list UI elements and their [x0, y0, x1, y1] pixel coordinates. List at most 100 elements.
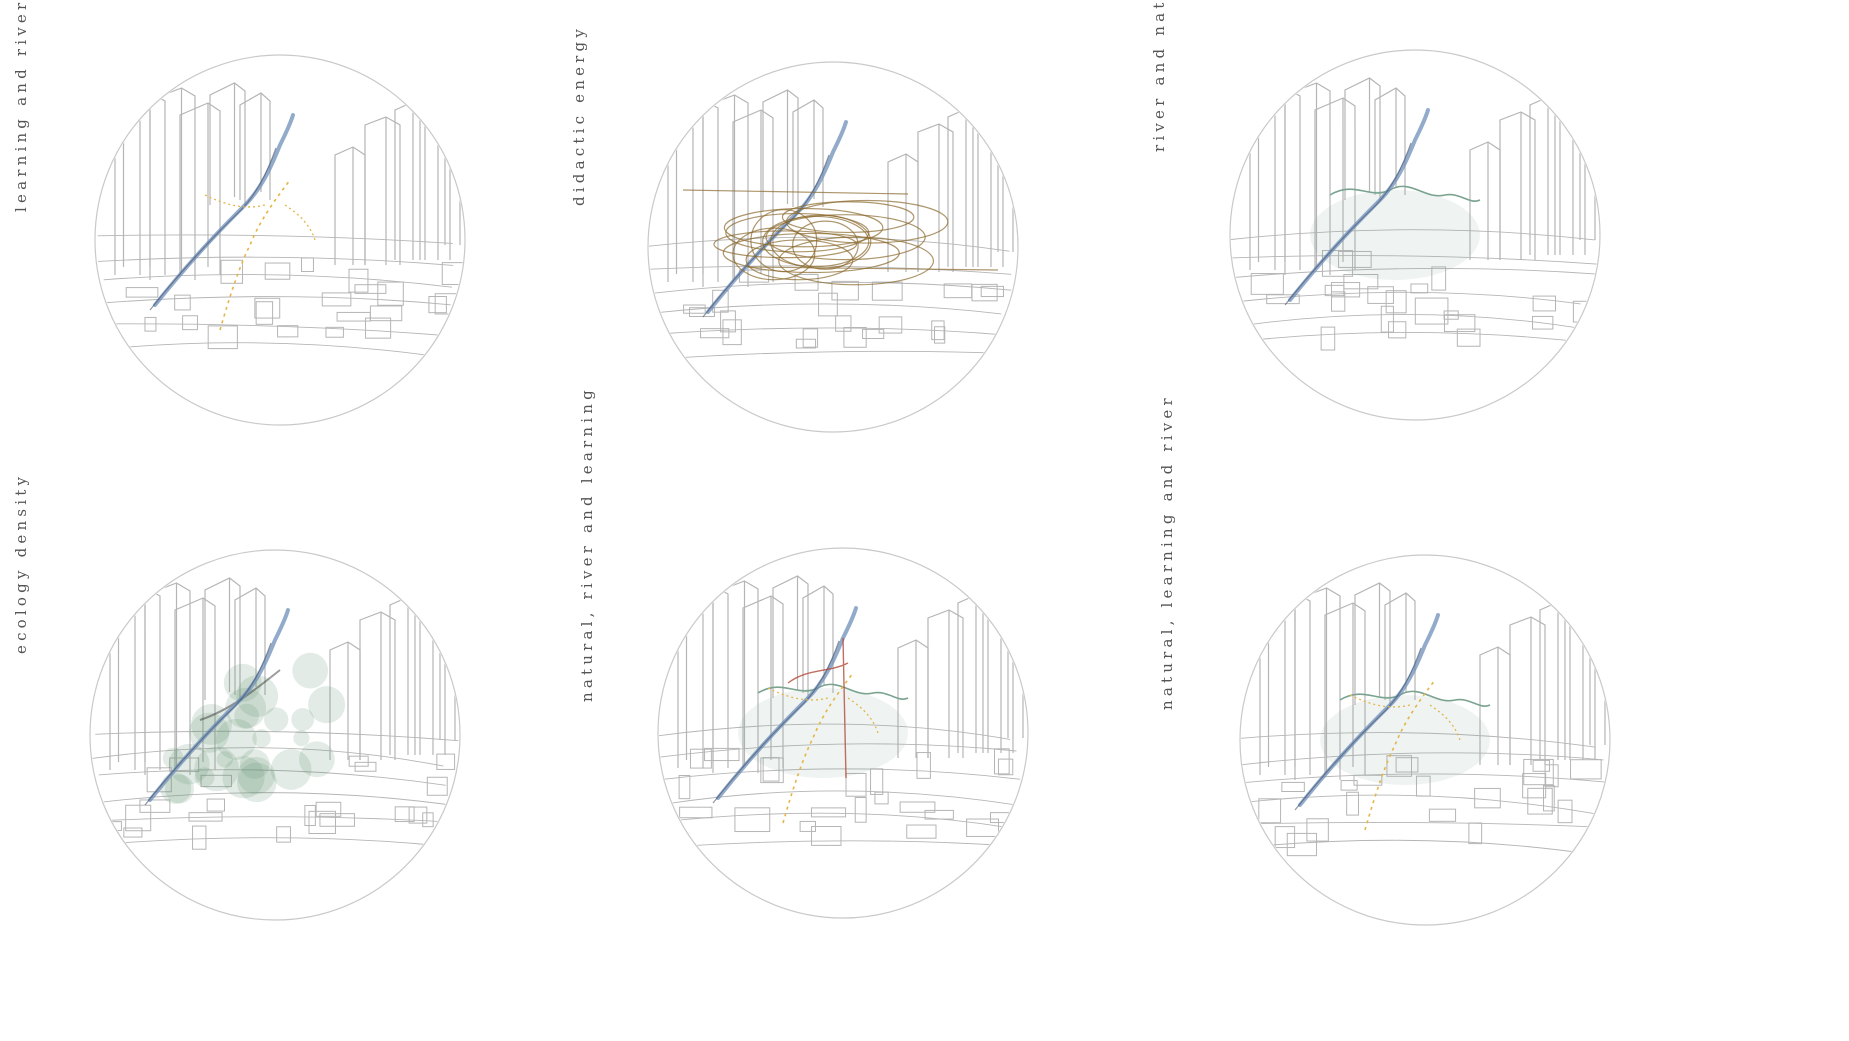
energy-loop [785, 199, 949, 244]
ground-line [103, 274, 453, 288]
ecology-patch [215, 718, 257, 760]
energy-loop [723, 207, 884, 248]
energy-loop [781, 201, 915, 234]
ground-line [1231, 229, 1595, 241]
building-outline [1354, 582, 1391, 705]
river-edge [1284, 142, 1412, 306]
building-block [321, 292, 352, 307]
energy-loop [713, 230, 858, 259]
building-block [1330, 282, 1361, 298]
ecology-patch [164, 774, 195, 804]
ground-line [95, 730, 459, 742]
panel-label: river and natural [1150, 0, 1168, 152]
building-block [683, 304, 706, 314]
building-block [220, 259, 244, 284]
ground-line [98, 769, 446, 786]
ecology-patch [270, 749, 312, 790]
building-block [989, 812, 1020, 824]
building-block [1474, 787, 1501, 809]
building-block [1338, 250, 1372, 268]
building-block [704, 747, 740, 762]
building-block [878, 316, 903, 334]
building-block [1281, 781, 1305, 792]
building-block [1324, 284, 1345, 297]
building-block [712, 289, 729, 313]
ground-line [98, 256, 454, 266]
building-block [966, 818, 1000, 837]
learning-path [767, 687, 879, 734]
building-block [1543, 784, 1555, 812]
panel-didactic-energy [598, 12, 1068, 482]
building-block [1532, 759, 1551, 772]
ground-line [1241, 794, 1604, 816]
building-block [1395, 757, 1419, 773]
ecology-patch [216, 751, 233, 768]
ground-line [1236, 331, 1599, 345]
building-outline [802, 585, 834, 693]
building-block [1410, 283, 1429, 294]
building-block [200, 774, 232, 788]
ground-line [649, 236, 1010, 252]
building-block [336, 311, 371, 322]
ecology-patch [293, 730, 310, 747]
building-block [916, 752, 931, 779]
learning-path [219, 179, 291, 331]
building-block [436, 753, 456, 770]
building-block [802, 328, 819, 348]
building-block [1456, 328, 1481, 347]
ecology-patch [225, 687, 267, 729]
ground-line [1232, 313, 1592, 331]
building-block [348, 755, 369, 767]
ground-line [1241, 821, 1596, 828]
ecology-patch [237, 762, 277, 803]
ground-line [665, 790, 1024, 807]
natural-path [1329, 185, 1481, 202]
building-block [1340, 780, 1358, 791]
building-block [843, 326, 867, 348]
building-outline [149, 87, 196, 280]
building-block [1443, 314, 1476, 333]
panel-label: natural, learning and river [1158, 394, 1176, 710]
ground-line [91, 792, 459, 807]
building-block [441, 262, 464, 285]
learning-path [1364, 679, 1436, 831]
building-block [862, 328, 885, 340]
panel-natural-learning-and-river [1190, 505, 1660, 975]
building-block [997, 758, 1014, 776]
building-block [1320, 326, 1336, 351]
building-block [899, 801, 936, 813]
building-block [315, 801, 342, 817]
building-block [722, 319, 742, 346]
energy-loop [722, 232, 900, 274]
ground-line [649, 327, 1005, 336]
river-edge [712, 640, 840, 804]
building-block [1386, 755, 1413, 777]
building-block [811, 825, 842, 846]
ecology-patch [292, 652, 329, 689]
building-block [192, 825, 207, 850]
ground-line [656, 303, 1002, 315]
building-block [679, 806, 713, 819]
building-block [689, 748, 712, 769]
building-outline [96, 112, 141, 275]
ecology-patch [308, 686, 346, 724]
natural-zone [1320, 695, 1490, 785]
building-block [980, 285, 1004, 298]
panel-river-and-natural [1180, 0, 1650, 470]
river-edge [149, 147, 277, 311]
ecology-patch [291, 708, 315, 731]
building-outline [762, 89, 799, 212]
building-block [762, 757, 780, 782]
building-block [206, 798, 225, 812]
building-block [125, 804, 152, 832]
ecology-patch [298, 741, 335, 778]
ground-line [1241, 773, 1609, 784]
building-outline [91, 607, 136, 770]
building-block [1532, 295, 1557, 312]
building-outline [179, 102, 221, 275]
building-block [835, 315, 852, 332]
sketch-group [1231, 77, 1599, 351]
ground-line [1241, 752, 1604, 766]
building-outline [1479, 646, 1511, 765]
building-outline [1324, 602, 1366, 775]
